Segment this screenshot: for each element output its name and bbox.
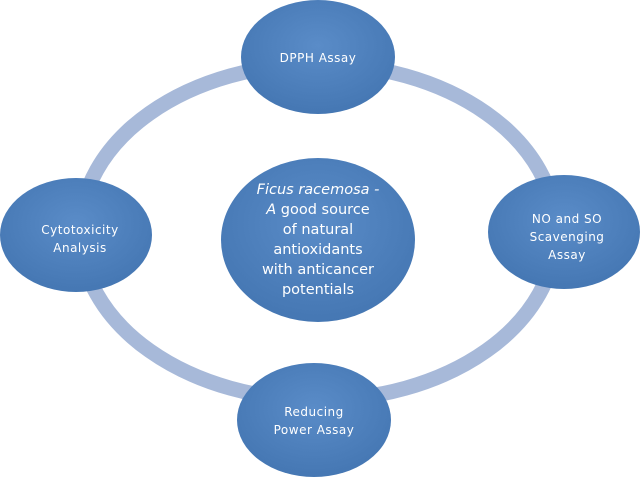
node-cyto-label-2: Analysis <box>53 241 106 255</box>
node-reducing-label-1: Reducing <box>284 405 344 419</box>
svg-text:A good source: A good source <box>265 202 370 218</box>
center-title-italic-a: A <box>265 202 276 218</box>
node-noso-label-3: Assay <box>548 248 586 262</box>
center-line-3: of natural <box>283 222 353 238</box>
node-cytotoxicity: Cytotoxicity Analysis <box>0 178 152 292</box>
node-dpph-assay: DPPH Assay <box>241 0 395 114</box>
node-no-so-scavenging: NO and SO Scavenging Assay <box>488 175 640 289</box>
center-line-6: potentials <box>282 282 354 298</box>
node-dpph-label-1: DPPH Assay <box>280 51 357 65</box>
center-line-5: with anticancer <box>262 262 374 278</box>
center-node: Ficus racemosa - A good source of natura… <box>221 158 415 322</box>
node-noso-label-1: NO and SO <box>532 212 602 226</box>
center-title-italic: Ficus racemosa - <box>257 182 380 198</box>
center-line-4: antioxidants <box>273 242 362 258</box>
node-cyto-label-1: Cytotoxicity <box>41 223 118 237</box>
center-line-2: good source <box>276 202 370 218</box>
node-reducing-label-2: Power Assay <box>274 423 355 437</box>
node-noso-label-2: Scavenging <box>530 230 605 244</box>
svg-text:Ficus racemosa -: Ficus racemosa - <box>257 182 380 198</box>
node-reducing-power: Reducing Power Assay <box>237 363 391 477</box>
